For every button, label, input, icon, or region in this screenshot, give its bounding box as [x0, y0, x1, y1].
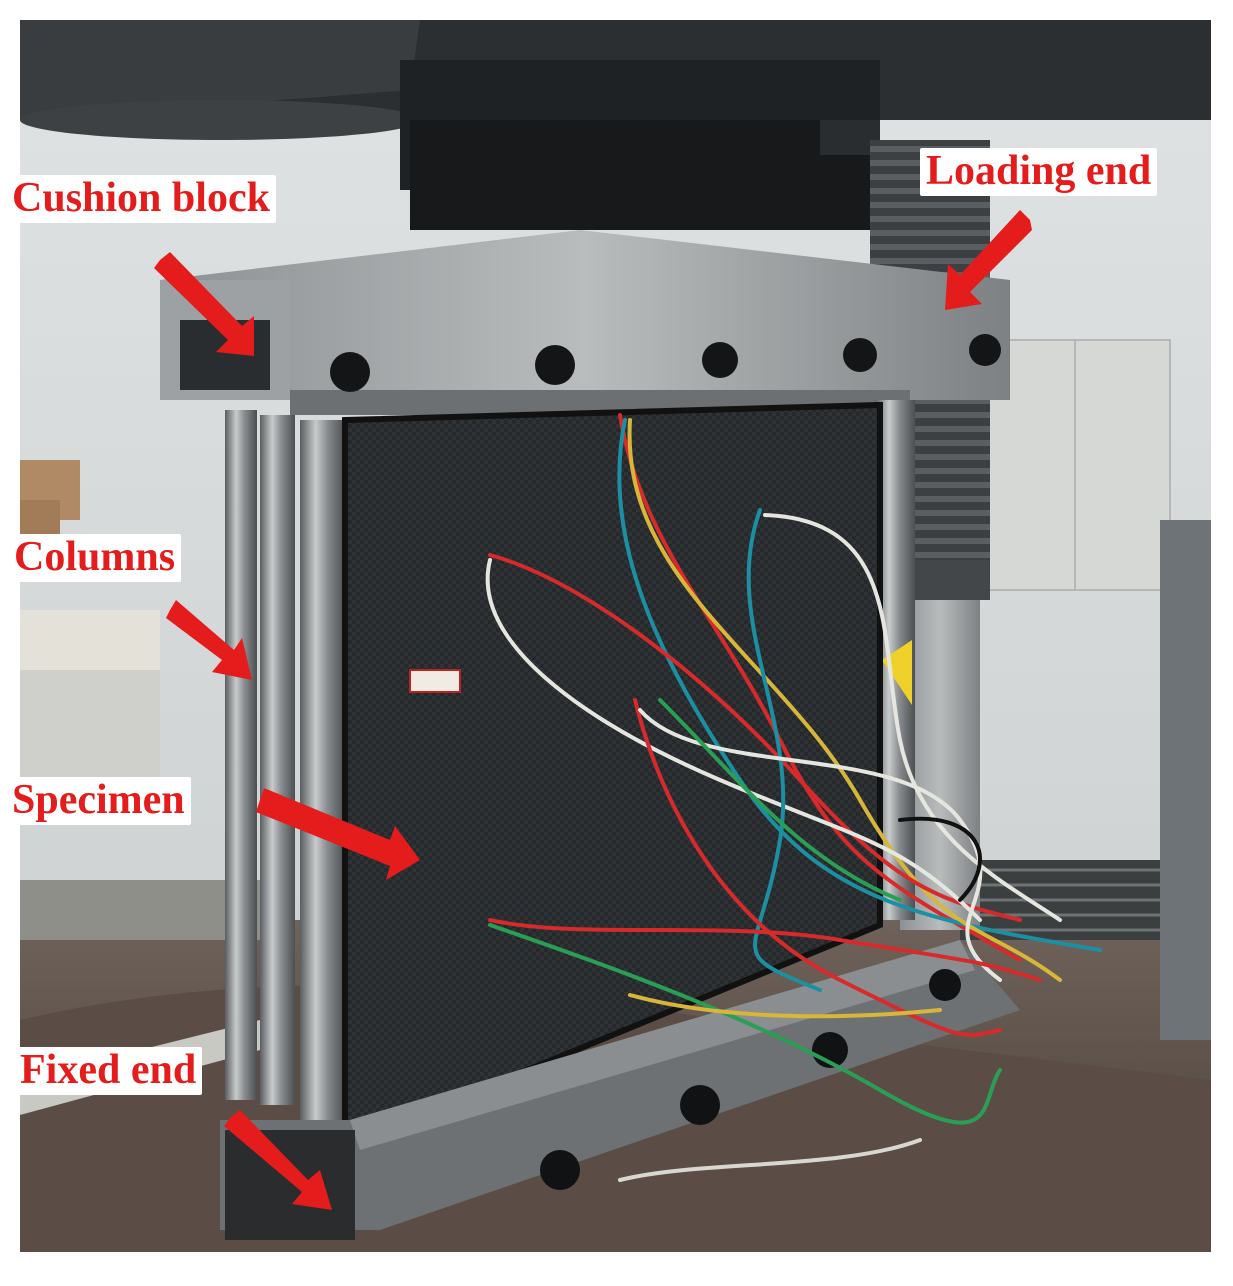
loading-end-label: Loading end: [920, 148, 1158, 196]
test-setup-photo: [20, 20, 1211, 1252]
fixed-end-label: Fixed end: [14, 1047, 203, 1095]
specimen-label: Specimen: [6, 777, 191, 825]
columns-label: Columns: [8, 534, 182, 582]
cushion-block-label: Cushion block: [6, 175, 276, 223]
